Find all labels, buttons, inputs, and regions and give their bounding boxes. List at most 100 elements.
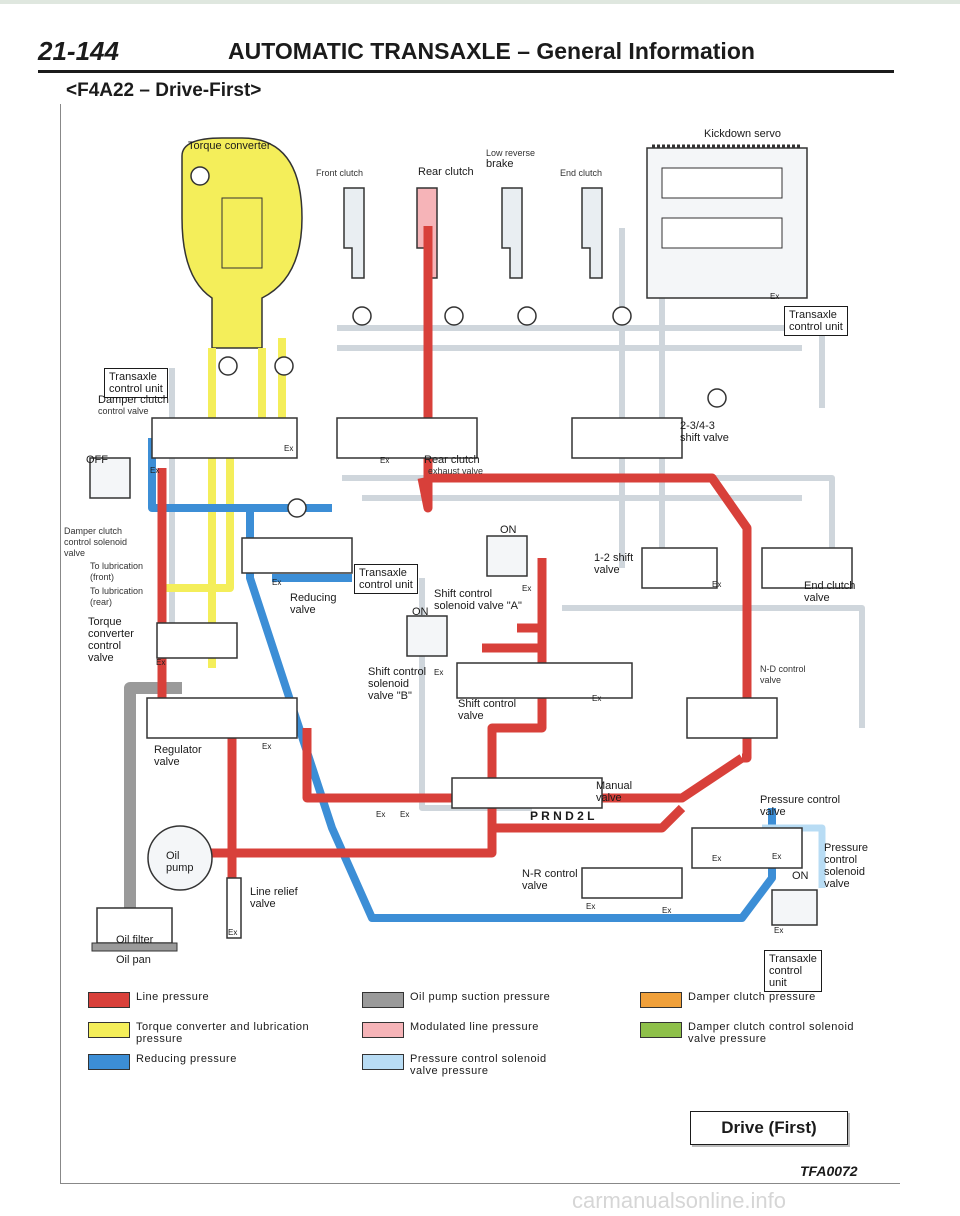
oil-pump-and-filter [91, 825, 213, 952]
label-tcc-valve-1: Torque [88, 616, 122, 628]
exhaust-label: Ex [380, 456, 390, 465]
label-damper-clutch-2: control valve [98, 406, 149, 416]
label-reducing-2: valve [290, 604, 316, 616]
label-234-3-1: 2-3/4-3 [680, 420, 715, 432]
label-pc-solenoid-1: Pressure [824, 842, 869, 854]
legend-swatch [640, 992, 682, 1008]
label-shift-control-valve-2: valve [458, 710, 484, 722]
shift-control-valve-body [456, 662, 633, 699]
legend-swatch [362, 1022, 404, 1038]
exhaust-label: Ex [262, 742, 272, 751]
legend-label: Damper clutch pressure [688, 991, 816, 1003]
reducing-pressure-passages [148, 438, 776, 922]
exhaust-label: Ex [662, 906, 672, 915]
legend-swatch [88, 992, 130, 1008]
legend-label: Damper clutch control solenoid [688, 1021, 855, 1033]
tcu-line2: control unit [789, 321, 843, 333]
label-on-pc: ON [792, 870, 809, 882]
label-end-clutch: End clutch [560, 168, 603, 178]
exhaust-label: Ex [272, 578, 282, 587]
torque-converter-control-valve-body [156, 622, 238, 659]
reducing-valve-body [241, 537, 353, 574]
legend-item-suction-pressure: Oil pump suction pressure [362, 991, 622, 1021]
legend-item-line-pressure: Line pressure [88, 991, 338, 1021]
solenoids [89, 457, 818, 926]
tcu-box-center: Transaxle control unit [354, 564, 418, 594]
legend-label: Line pressure [136, 991, 210, 1003]
label-damper-clutch-1: Damper clutch [98, 394, 169, 406]
label-on-a: ON [500, 524, 517, 536]
label-12-shift-1: 1-2 shift [594, 552, 634, 564]
exhaust-label: Ex [772, 852, 782, 861]
exhaust-label: Ex [376, 810, 386, 819]
legend-label: Oil pump suction pressure [410, 991, 551, 1003]
label-pc-solenoid-4: valve [824, 878, 850, 890]
label-solenoid-b-2: solenoid [368, 678, 409, 690]
tcu-box-left: Transaxle control unit [104, 368, 168, 398]
label-rear-clutch-exhaust-2: exhaust valve [428, 466, 484, 476]
label-rear-clutch-exhaust-1: Rear clutch [424, 454, 480, 466]
orifice-markers [218, 306, 727, 518]
end-clutch-valve-body [761, 547, 853, 589]
damper-clutch-control-valve-body [151, 417, 298, 459]
figure-code: TFA0072 [800, 1163, 858, 1179]
tcu-line1: Transaxle [359, 567, 407, 579]
legend-swatch [88, 1022, 130, 1038]
exhaust-label: Ex [592, 694, 602, 703]
legend-label: Reducing pressure [136, 1053, 237, 1065]
legend-item-damper-clutch-pressure: Damper clutch pressure [640, 991, 870, 1021]
valve-bodies [146, 417, 853, 939]
label-prnd2l: P R N D 2 L [530, 809, 595, 823]
manual-valve-body [451, 777, 603, 809]
label-manual-1: Manual [596, 780, 633, 792]
circuit-drawing [89, 137, 865, 952]
legend-swatch [640, 1022, 682, 1038]
bottom-rule [60, 1183, 900, 1184]
label-low-reverse: Low reverse [486, 148, 536, 158]
legend-item-torque-lubrication-pressure: Torque converter and lubrication pressur… [88, 1021, 348, 1051]
label-tcc-valve-2: converter [88, 628, 134, 640]
page-number: 21-144 [38, 36, 119, 66]
legend-label: Pressure control solenoid [410, 1053, 547, 1065]
label-manual-2: valve [596, 792, 622, 804]
exhaust-label: Ex [156, 658, 166, 667]
legend-label: Torque converter and lubrication [136, 1021, 310, 1033]
tcu-line2: control unit [109, 383, 163, 395]
label-234-3-2: shift valve [680, 432, 729, 444]
label-pc-solenoid-3: solenoid [824, 866, 865, 878]
exhaust-label: Ex [284, 444, 294, 453]
regulator-valve-body [146, 697, 298, 739]
damper-clutch-solenoid-body [89, 457, 131, 499]
label-brake: brake [486, 158, 514, 170]
label-nr-control-2: valve [522, 880, 548, 892]
page-subtitle: <F4A22 – Drive-First> [66, 80, 262, 101]
label-pc-valve-2: valve [760, 806, 786, 818]
label-lub-rear-2: (rear) [90, 597, 112, 607]
exhaust-label: Ex [712, 580, 722, 589]
legend-swatch [88, 1054, 130, 1070]
solenoid-b-body [406, 615, 448, 657]
label-front-clutch: Front clutch [316, 168, 364, 178]
label-pc-valve-1: Pressure control [760, 794, 841, 806]
page-header: 21-144 AUTOMATIC TRANSAXLE – General Inf… [38, 36, 894, 73]
legend-item-reducing-pressure: Reducing pressure [88, 1053, 338, 1083]
label-12-shift-2: valve [594, 564, 620, 576]
pressure-control-valve-body [691, 827, 803, 869]
tcu-box-bottom-right: Transaxle control unit [764, 950, 822, 992]
operating-state-box: Drive (First) [690, 1111, 848, 1145]
top-border [0, 0, 960, 4]
label-torque-converter: Torque converter [188, 140, 271, 152]
label-oil-pan: Oil pan [116, 954, 151, 966]
watermark-text: carmanualsonline.info [572, 1188, 787, 1213]
clutch-pistons [343, 187, 603, 279]
exhaust-label: Ex [712, 854, 722, 863]
tcu-line2: control unit [359, 579, 413, 591]
label-solenoid-a-1: Shift control [434, 588, 493, 600]
kickdown-servo [646, 144, 808, 299]
legend-label-line2: valve pressure [410, 1065, 489, 1077]
exhaust-label: Ex [434, 668, 444, 677]
label-nr-control-1: N-R control [522, 868, 578, 880]
label-solenoid-b-3: valve "B" [368, 690, 412, 702]
label-dcc-solenoid-3: valve [64, 548, 86, 558]
legend-label: Modulated line pressure [410, 1021, 539, 1033]
